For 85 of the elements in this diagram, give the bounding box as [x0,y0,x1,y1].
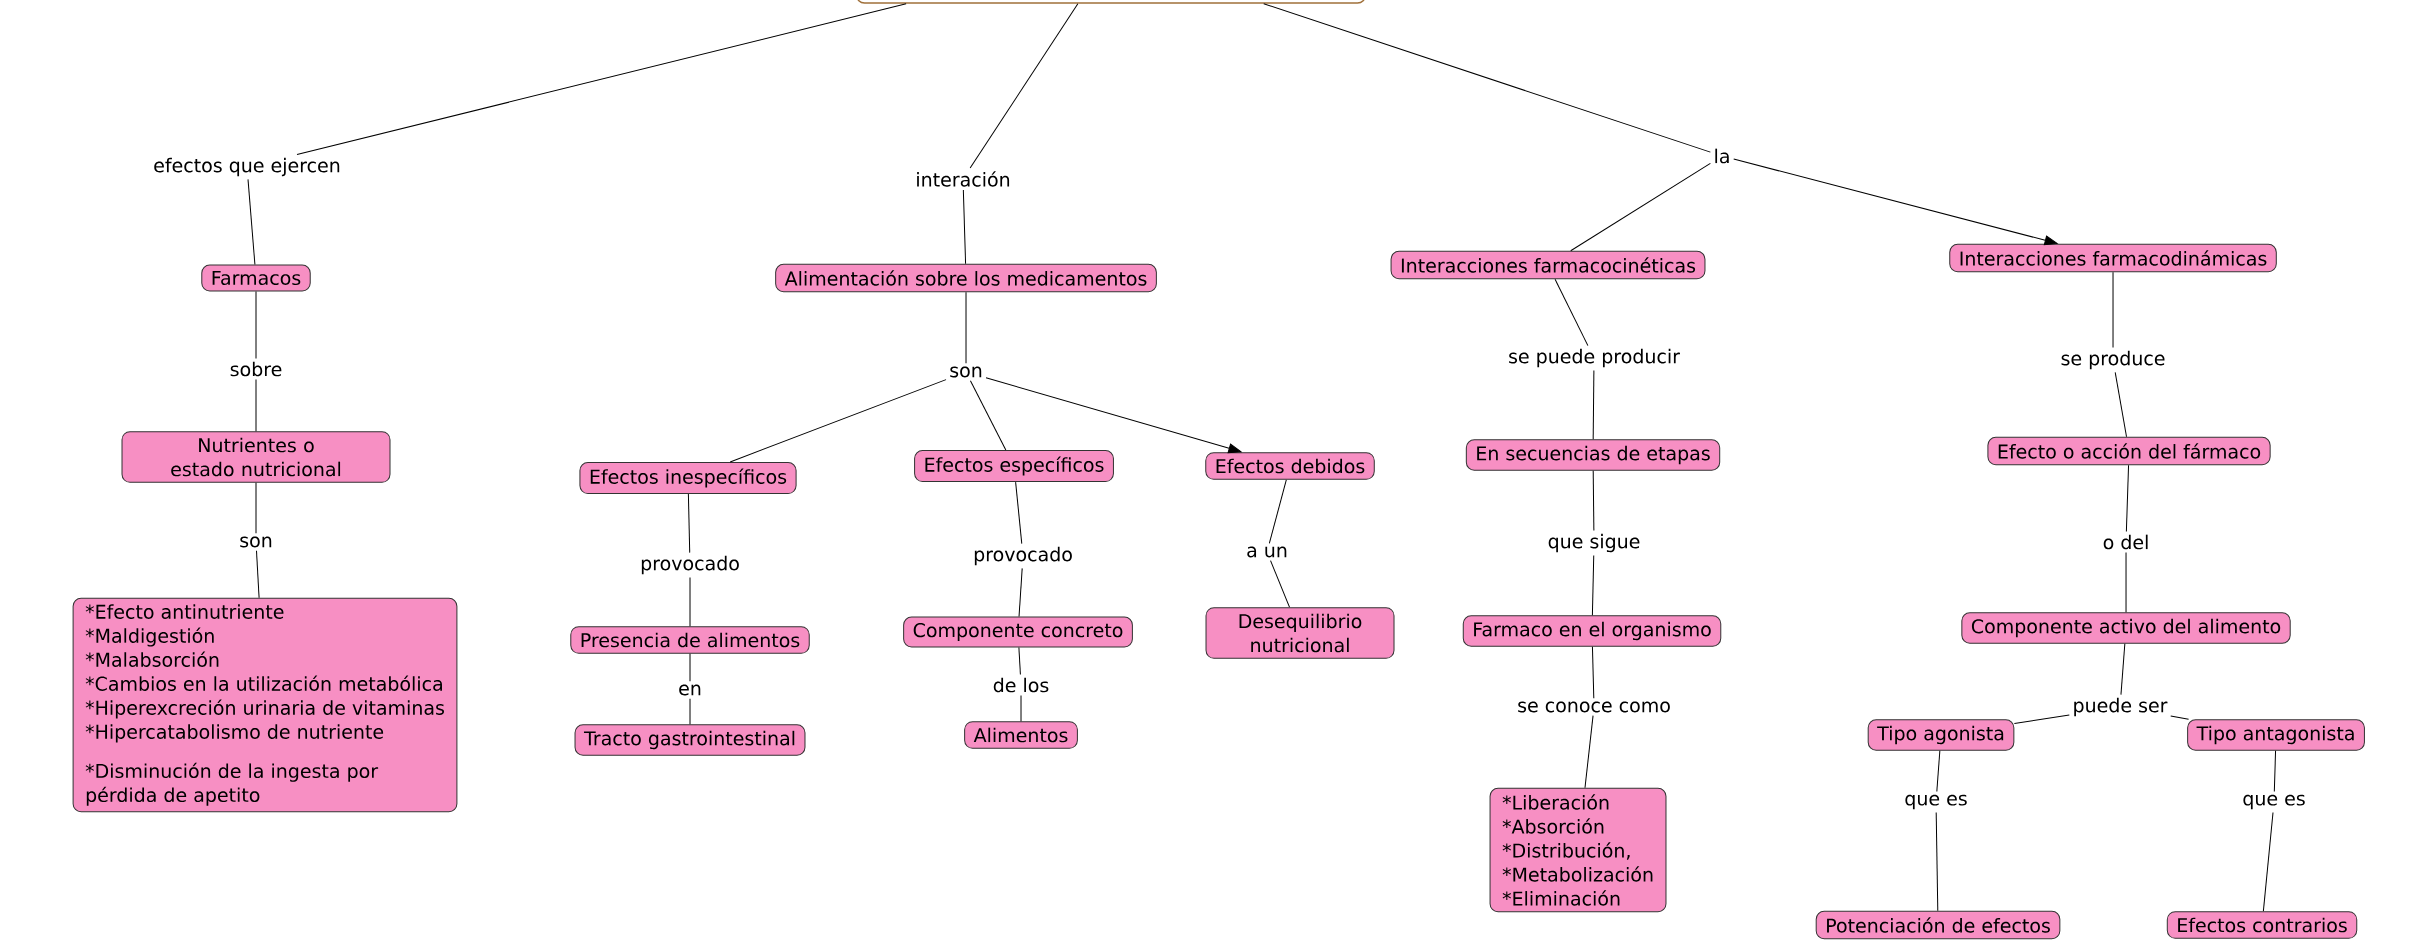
connector-line [1584,715,1594,789]
linking-phrase: se produce [2061,350,2165,370]
arrow [1733,158,2058,246]
linking-phrase: efectos que ejercen [154,157,340,177]
linking-phrase: se puede producir [1509,348,1680,368]
concept-box: En secuencias de etapas [1465,439,1721,471]
linking-phrase: puede ser [2074,697,2168,717]
connector-line [1018,567,1023,617]
concept-box: Desequilibrio nutricional [1205,607,1395,659]
linking-phrase: se conoce como [1518,701,1670,713]
connector-line [296,3,907,156]
linking-phrase: que es [1905,794,1967,810]
connector-line [1936,750,1941,792]
connector-line [965,291,967,364]
concept-box: Interacciones farmacodinámicas [1949,243,2277,273]
concept-box: Componente concreto [903,616,1133,648]
concept-box: Alimentación sobre los medicamentos [775,263,1157,293]
list-box: *Liberación *Absorción *Distribución, *Metabolización *Eliminación [1489,787,1667,913]
connector-line [1592,369,1595,440]
connector-line [2262,812,2274,912]
connector-line [2114,371,2128,438]
linking-phrase: o del [2103,534,2148,550]
connector-line [255,291,257,359]
linking-phrase: de los [993,677,1049,693]
connector-line [1554,278,1589,347]
connector-line [2013,714,2070,725]
concept-box: Tipo agonista [1867,719,2015,751]
linking-phrase: a un [1247,546,1287,558]
concept-box: Nutrientes o estado nutricional [121,431,391,483]
linking-phrase: que sigue [1548,533,1640,553]
linking-phrase: en [679,684,701,696]
connector-line [255,482,257,534]
connector-line [687,493,691,554]
connector-line [2170,715,2190,720]
concept-box: Farmaco en el organismo [1462,615,1722,647]
concept-box [855,0,1367,4]
concept-box: Efectos específicos [914,449,1114,483]
connector-line [1263,3,1711,153]
connector-line [689,653,691,682]
concept-box: Tracto gastrointestinal [574,724,806,756]
connector-line [1018,647,1021,675]
linking-phrase: provocado [974,546,1072,566]
connector-line [2112,271,2114,349]
concept-box: Componente activo del alimento [1961,612,2291,644]
connector-line [256,550,260,599]
connector-line [969,380,1007,451]
connector-line [1592,470,1595,532]
connector-line [2125,552,2127,613]
connector-line [255,379,257,432]
connector-line [1591,646,1595,699]
connector-line [1270,560,1290,608]
concept-box: Efecto o acción del fármaco [1987,436,2271,466]
concept-box: Presencia de alimentos [570,626,810,654]
connector-line [962,189,967,265]
concept-box: Efectos debidos [1205,452,1375,480]
concept-box: Efectos contrarios [2166,911,2358,939]
concept-box: Tipo antagonista [2187,719,2365,751]
linking-phrase: interación [917,171,1010,187]
concept-box: Alimentos [964,721,1078,749]
connector-line [2120,643,2126,696]
concept-box: Farmacos [201,264,311,292]
connector-line [2125,464,2130,532]
connector-line [969,3,1079,169]
connector-line [689,576,691,627]
list-box: *Efecto antinutriente *Maldigestión *Malabsorción *Cambios en la utilización metabólica *Hiperexcreción urinaria de vitaminas *Hipercatabolismo de nutriente *Disminución de la ingesta por pérdida de apetito [72,597,458,813]
linking-phrase: son [240,536,272,548]
arrow [985,377,1242,454]
connector-line [689,698,691,725]
connector-line [1935,812,1939,912]
linking-phrase: la [1715,148,1729,164]
connector-line [1020,695,1022,722]
linking-phrase: que es [2243,794,2305,810]
linking-phrase: son [950,366,982,378]
linking-phrase: sobre [230,361,282,377]
linking-phrase: provocado [641,555,739,575]
connector-line [247,178,256,265]
concept-box: Interacciones farmacocinéticas [1390,250,1706,280]
connector-line [1015,481,1023,545]
connector-line [2273,750,2277,792]
connector-line [1591,554,1595,616]
connector-line [729,379,947,463]
concept-box: Potenciación de efectos [1815,910,2061,940]
connector-line [1570,162,1711,252]
connector-line [1268,479,1287,544]
concept-box: Efectos inespecíficos [579,461,797,495]
